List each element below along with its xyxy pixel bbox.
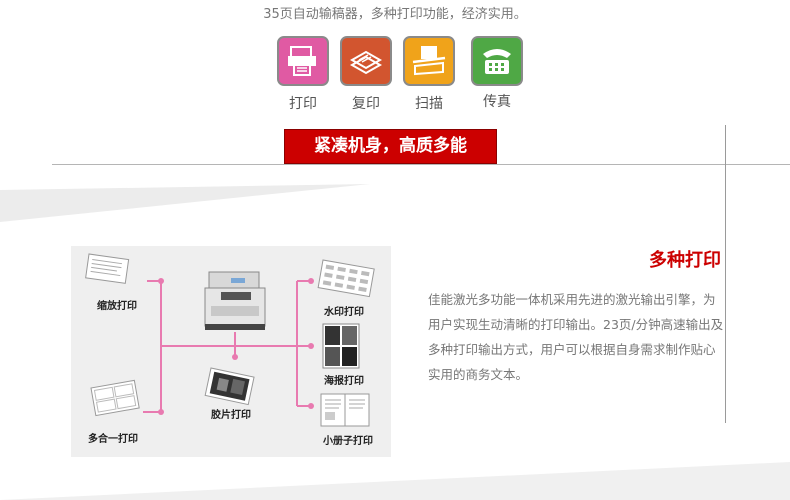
label-reduce-print: 缩放打印 — [97, 301, 137, 312]
printer-image — [204, 271, 266, 330]
label-booklet-print: 小册子打印 — [323, 436, 373, 447]
reduce-print-doc — [85, 253, 130, 284]
fax-icon — [471, 36, 523, 86]
copy-label: 复印 — [352, 96, 380, 112]
watermark-print-doc — [317, 259, 375, 298]
horizontal-divider — [52, 164, 790, 165]
print-modes-diagram: 缩放打印 多合一打印 胶片打印 水印打印 海报打印 小册子打印 — [71, 246, 391, 457]
label-multi-up-print: 多合一打印 — [88, 434, 138, 445]
print-label: 打印 — [289, 96, 317, 112]
diagram-graphics — [85, 253, 375, 427]
vertical-divider — [725, 125, 726, 423]
scan-label: 扫描 — [415, 96, 443, 112]
header-description: 35页自动输稿器，多种打印功能，经济实用。 — [263, 7, 527, 22]
booklet-print-doc — [320, 393, 370, 427]
copy-icon — [340, 36, 392, 86]
section-title: 多种打印 — [649, 250, 721, 271]
label-photo-print: 胶片打印 — [211, 410, 251, 421]
print-icon — [277, 36, 329, 86]
scan-icon — [403, 36, 455, 86]
section-body: 佳能激光多功能一体机采用先进的激光输出引擎，为用户实现生动清晰的打印输出。23页… — [428, 292, 724, 382]
label-poster-print: 海报打印 — [324, 376, 364, 387]
poster-print-doc — [322, 323, 360, 369]
photo-print-doc — [204, 367, 255, 406]
label-watermark-print: 水印打印 — [324, 307, 364, 318]
banner-title: 紧凑机身，高质多能 — [284, 129, 497, 164]
multi-up-print-doc — [90, 379, 140, 417]
fax-label: 传真 — [483, 94, 511, 110]
